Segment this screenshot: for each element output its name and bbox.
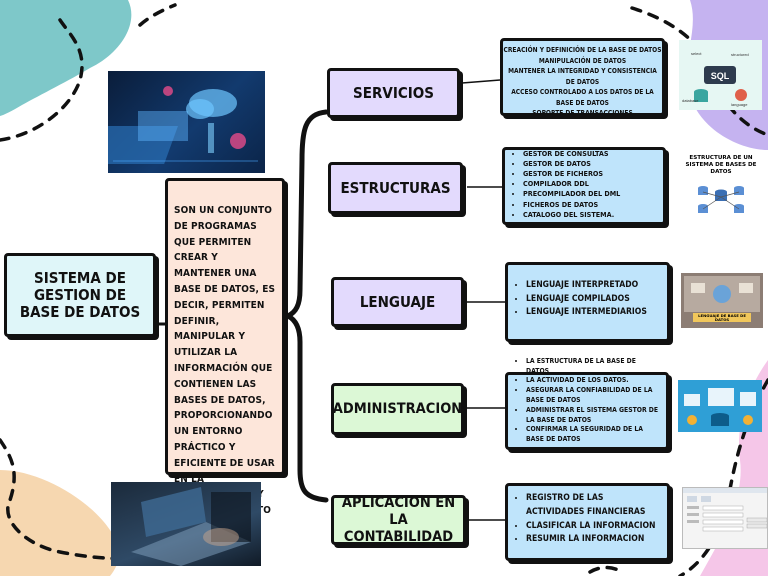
teal-blob [0, 0, 132, 116]
dashed-line [138, 3, 177, 27]
branch-label: APLICACION EN LA CONTABILIDAD [341, 494, 456, 545]
detail-item: SOPORTE DE TRANSACCIONES [532, 109, 633, 117]
administracion-image [678, 380, 762, 432]
detail-item: GESTOR DE CONSULTAS [523, 149, 663, 159]
detail-item: LENGUAJE INTERMEDIARIOS [526, 306, 667, 320]
brace-connector [282, 109, 329, 503]
definition-box: SON UN CONJUNTO DE PROGRAMAS QUE PERMITE… [165, 178, 285, 532]
branch-lenguaje: LENGUAJE [331, 277, 464, 327]
branch-label: SERVICIOS [353, 83, 434, 102]
detail-item: LENGUAJE INTERPRETADO [526, 279, 667, 293]
contabilidad-screenshot-image [682, 487, 768, 549]
detail-item: GESTOR DE FICHEROS [523, 169, 663, 179]
lenguaje-image: LENGUAJE DE BASE DE DATOS [681, 273, 763, 328]
detail-item: CONFIRMAR LA SEGURIDAD DE LA BASE DE DAT… [526, 425, 660, 445]
branch-label: ADMINISTRACION [332, 400, 463, 417]
sql-label: SQL [711, 71, 730, 81]
detail-item: ACCESO CONTROLADO A LOS DATOS DE LA BASE… [511, 88, 654, 107]
detail-item: ADMINISTRAR EL SISTEMA GESTOR DE LA BASE… [526, 406, 660, 426]
dashed-line [588, 565, 624, 574]
sql-label: structured [731, 52, 749, 57]
dashed-line [0, 18, 84, 142]
cloud-laptop-image [108, 71, 265, 173]
central-node: SISTEMA DE GESTION DE BASE DE DATOS [4, 253, 156, 337]
central-node-title: SISTEMA DE GESTION DE BASE DE DATOS [19, 268, 141, 321]
detail-item: LA ESTRUCTURA DE LA BASE DE DATOS [526, 357, 660, 377]
branch-aplicacion: APLICACION EN LA CONTABILIDAD [331, 495, 466, 545]
sql-label: language [731, 102, 748, 107]
detail-item: GESTOR DE DATOS [523, 159, 663, 169]
detail-administracion: LA ESTRUCTURA DE LA BASE DE DATOS LA ACT… [505, 357, 669, 450]
detail-item: MANTENER LA INTEGRIDAD Y CONSISTENCIA DE… [508, 67, 657, 86]
laptop-typing-illustration [131, 487, 251, 566]
detail-item: LA ACTIVIDAD DE LOS DATOS. [526, 376, 660, 386]
detail-item: PRECOMPILADOR DEL DML [523, 189, 663, 199]
detail-item: CLASIFICAR LA INFORMACION [526, 520, 659, 534]
sql-label: select [691, 51, 702, 56]
detail-item: FICHEROS DE DATOS [523, 200, 663, 210]
branch-label: ESTRUCTURAS [340, 178, 451, 197]
branch-administracion: ADMINISTRACION [331, 383, 464, 435]
detail-item: CATALOGO DEL SISTEMA. [523, 210, 663, 220]
sql-label: database [682, 98, 699, 103]
estructura-image: ESTRUCTURA DE UN SISTEMA DE BASES DE DAT… [679, 152, 763, 224]
detail-item: REGISTRO DE LAS ACTIVIDADES FINANCIERAS [526, 492, 659, 520]
connector-line [461, 79, 501, 84]
estructura-illustration [698, 186, 744, 213]
estructura-title: ESTRUCTURA DE UN SISTEMA DE BASES DE DAT… [685, 155, 757, 175]
branch-servicios: SERVICIOS [327, 68, 460, 118]
detail-item: LENGUAJE COMPILADOS [526, 293, 667, 307]
laptop-typing-image [111, 482, 261, 566]
detail-item: RESUMIR LA INFORMACION [526, 533, 659, 547]
detail-servicios: CREACIÓN Y DEFINICIÓN DE LA BASE DE DATO… [500, 38, 665, 117]
cloud-laptop-illustration [108, 86, 258, 164]
detail-item: CREACIÓN Y DEFINICIÓN DE LA BASE DE DATO… [503, 46, 662, 54]
lenguaje-caption: LENGUAJE DE BASE DE DATOS [698, 313, 746, 322]
contabilidad-illustration [683, 488, 767, 532]
detail-lenguaje: LENGUAJE INTERPRETADO LENGUAJE COMPILADO… [505, 262, 670, 342]
detail-estructuras: GESTOR DE CONSULTAS GESTOR DE DATOS GEST… [502, 147, 666, 225]
sql-image: SQL select structured database language [679, 40, 762, 110]
branch-label: LENGUAJE [359, 292, 436, 311]
cylinder-cluster [698, 186, 744, 213]
detail-item: COMPILADOR DDL [523, 179, 663, 189]
peach-blob [0, 470, 119, 576]
sql-illustration: SQL select structured database language [682, 51, 749, 107]
lenguaje-illustration [684, 276, 760, 322]
detail-item: MANIPULACIÓN DE DATOS [538, 56, 627, 65]
detail-aplicacion: REGISTRO DE LAS ACTIVIDADES FINANCIERAS … [505, 483, 670, 561]
dashed-line [630, 6, 768, 137]
detail-item: ASEGURAR LA CONFIABILIDAD DE LA BASE DE … [526, 386, 660, 406]
branch-estructuras: ESTRUCTURAS [328, 162, 463, 214]
administracion-illustration [684, 388, 756, 426]
